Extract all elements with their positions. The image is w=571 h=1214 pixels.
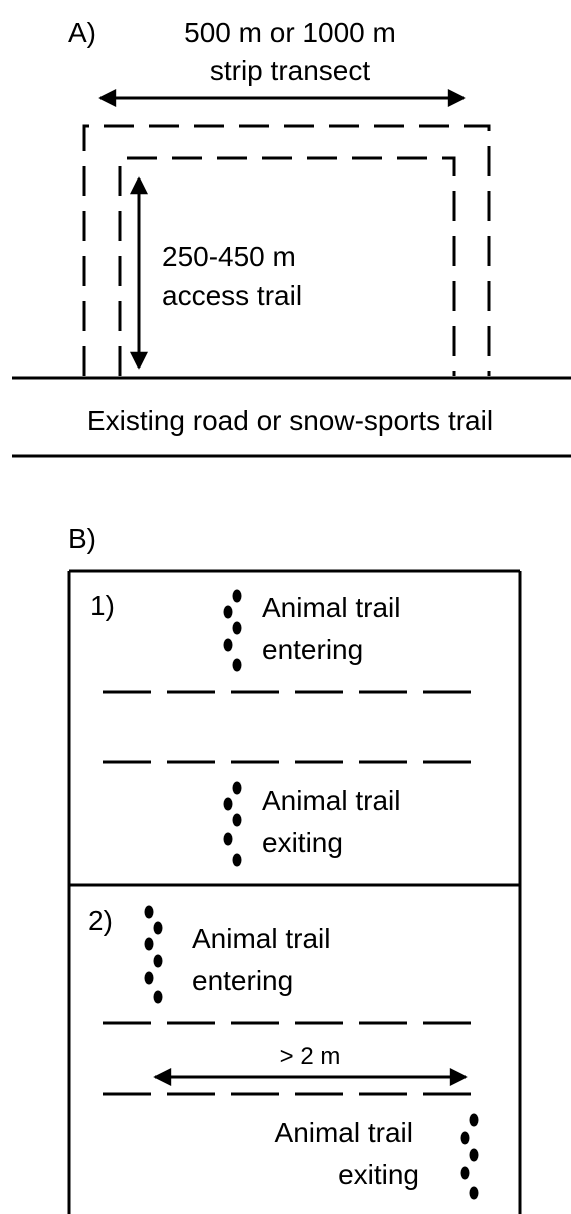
case-1-number: 1) <box>90 590 115 621</box>
case-1-exit-sublabel: exiting <box>262 827 343 858</box>
footprints-icon <box>223 589 242 672</box>
footprints-icon <box>460 1113 479 1200</box>
case-2-exit-label: Animal trail <box>275 1117 413 1148</box>
panel-a-label: A) <box>68 17 96 48</box>
case-1-exit-label: Animal trail <box>262 785 400 816</box>
case-1-enter-sublabel: entering <box>262 634 363 665</box>
case-2-exit-sublabel: exiting <box>338 1159 419 1190</box>
footprints-icon <box>144 905 163 1004</box>
distance-label: > 2 m <box>280 1043 341 1070</box>
strip-transect-outer-edge <box>82 124 491 376</box>
access-trail-label: access trail <box>162 280 302 311</box>
panel-b: B) 1) Animal trail entering <box>67 523 522 1214</box>
transect-length-label: 500 m or 1000 m <box>184 17 396 48</box>
case-1: 1) Animal trail entering Animal trail ex… <box>90 589 478 867</box>
case-2-number: 2) <box>88 905 113 936</box>
access-trail-length-label: 250-450 m <box>162 241 296 272</box>
panel-b-label: B) <box>68 523 96 554</box>
strip-transect-label: strip transect <box>210 55 370 86</box>
strip-transect-inner-edge <box>118 156 456 376</box>
case-2: 2) Animal trail entering > 2 m Animal tr… <box>88 905 479 1200</box>
panel-a: A) 500 m or 1000 m strip transect 250-45… <box>12 17 571 458</box>
case-2-enter-sublabel: entering <box>192 965 293 996</box>
road-label: Existing road or snow-sports trail <box>87 405 493 436</box>
case-2-enter-label: Animal trail <box>192 923 330 954</box>
case-1-enter-label: Animal trail <box>262 592 400 623</box>
footprints-icon <box>223 781 242 867</box>
